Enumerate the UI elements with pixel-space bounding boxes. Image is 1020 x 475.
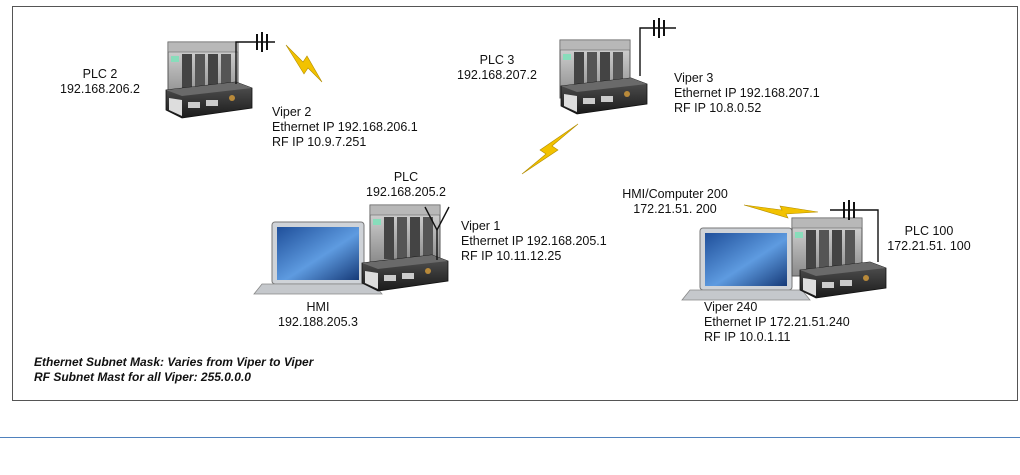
lightning-bolt-3 — [743, 204, 819, 219]
plc3-ip: 192.168.207.2 — [457, 68, 537, 82]
hmi200-ip: 172.21.51. 200 — [633, 202, 717, 216]
viper240-rf-ip: RF IP 10.0.1.11 — [704, 330, 791, 344]
viper2-rf-ip: RF IP 10.9.7.251 — [272, 135, 367, 149]
hmi200-label: HMI/Computer 200 172.21.51. 200 — [612, 187, 738, 217]
plc3-label: PLC 3 192.168.207.2 — [448, 53, 546, 83]
plc3-device — [559, 18, 676, 115]
plc2-device — [165, 32, 275, 119]
viper1-label: Viper 1 Ethernet IP 192.168.205.1 RF IP … — [461, 219, 607, 264]
plc100-label: PLC 100 172.21.51. 100 — [880, 224, 978, 254]
viper3-eth-ip: Ethernet IP 192.168.207.1 — [674, 86, 820, 100]
viper3-name: Viper 3 — [674, 71, 714, 85]
plc2-label: PLC 2 192.168.206.2 — [50, 67, 150, 97]
viper240-eth-ip: Ethernet IP 172.21.51.240 — [704, 315, 850, 329]
lightning-bolt-2 — [521, 123, 579, 175]
plc2-ip: 192.168.206.2 — [60, 82, 140, 96]
hmi-ip: 192.188.205.3 — [278, 315, 358, 329]
viper240-name: Viper 240 — [704, 300, 758, 314]
plc3-name: PLC 3 — [479, 53, 515, 67]
viper2-name: Viper 2 — [272, 105, 312, 119]
plc100-name: PLC 100 — [904, 224, 954, 238]
viper2-eth-ip: Ethernet IP 192.168.206.1 — [272, 120, 418, 134]
hmi-label: HMI 192.188.205.3 — [266, 300, 370, 330]
lightning-bolt-1 — [285, 44, 323, 83]
viper1-name: Viper 1 — [461, 219, 501, 233]
viper240-label: Viper 240 Ethernet IP 172.21.51.240 RF I… — [704, 300, 850, 345]
note-rf-subnet: RF Subnet Mast for all Viper: 255.0.0.0 — [34, 370, 251, 384]
viper1-eth-ip: Ethernet IP 192.168.205.1 — [461, 234, 607, 248]
viper3-rf-ip: RF IP 10.8.0.52 — [674, 101, 762, 115]
plc2-name: PLC 2 — [82, 67, 118, 81]
plc-ip: 192.168.205.2 — [366, 185, 446, 199]
viper3-label: Viper 3 Ethernet IP 192.168.207.1 RF IP … — [674, 71, 820, 116]
viper2-label: Viper 2 Ethernet IP 192.168.206.1 RF IP … — [272, 105, 418, 150]
hmi-name: HMI — [306, 300, 330, 314]
subnet-notes: Ethernet Subnet Mask: Varies from Viper … — [34, 355, 313, 385]
plc100-device — [681, 200, 887, 301]
note-ethernet-subnet: Ethernet Subnet Mask: Varies from Viper … — [34, 355, 314, 369]
viper1-rf-ip: RF IP 10.11.12.25 — [461, 249, 562, 263]
section-divider — [0, 437, 1020, 438]
plc-viper1-device — [253, 204, 450, 295]
hmi200-name: HMI/Computer 200 — [622, 187, 728, 201]
plc100-ip: 172.21.51. 100 — [887, 239, 971, 253]
plc-label: PLC 192.168.205.2 — [356, 170, 456, 200]
plc-name: PLC — [393, 170, 419, 184]
